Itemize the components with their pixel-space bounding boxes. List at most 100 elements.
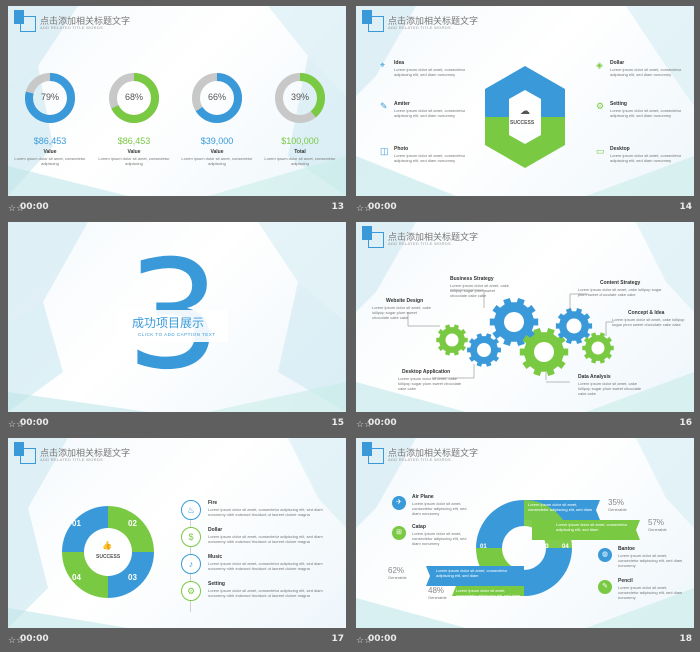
list-item-4: ⚙ Setting Lorem ipsum dolor sit amet, co… [180, 581, 344, 605]
item-desc: Lorem ipsum dolor sit amet, consectetur … [208, 507, 323, 517]
text-website-design: Lorem ipsum dolor sit amet, cake lollipo… [372, 305, 431, 320]
step-number-4: 04 [72, 573, 81, 582]
banner-text-3: Lorem ipsum dolor sit amet, consectetur … [436, 568, 508, 578]
gear-hole-3 [504, 312, 524, 332]
left-item-1: ✈ Air Plane Lorem ipsum dolor sit amet, … [392, 494, 472, 518]
header-outline-square [368, 448, 384, 464]
slide-17-thumb[interactable]: 点击添加相关标题文字 ADD RELATED TITLE WORDS 01 02… [8, 438, 346, 652]
header-title: 点击添加相关标题文字 [388, 232, 479, 242]
percent-stat-4: 48% Generable [428, 586, 458, 600]
music-icon: ♪ [181, 554, 201, 574]
star-icon[interactable]: ☆☆ [356, 203, 373, 213]
ring-label: Value [43, 149, 57, 155]
ring-fill [192, 73, 242, 123]
slide-timing: 00:00 [368, 202, 397, 212]
slide-timing: 00:00 [20, 634, 49, 644]
polygon-background [356, 222, 694, 412]
header-square [14, 10, 24, 24]
feature-title: Idea [394, 60, 405, 66]
item-title: Music [208, 554, 223, 560]
label-content-strategy: Content Strategy [600, 280, 641, 286]
header-title: 点击添加相关标题文字 [40, 16, 131, 26]
step-number-1: 01 [72, 519, 81, 528]
dollar-icon: $ [181, 527, 201, 547]
slide-15: 3 成功项目展示 CLICK TO ADD CAPTION TEXT [8, 222, 346, 412]
percent-label: Generable [608, 507, 627, 512]
pencil-icon: ✎ [380, 101, 388, 111]
item-desc: Lorem ipsum dolor sit amet, consectetur … [208, 561, 323, 571]
slide-13-thumb[interactable]: 点击添加相关标题文字 ADD RELATED TITLE WORDS 79% $… [8, 6, 346, 220]
step-number-2: 02 [128, 519, 137, 528]
gear-hole-5 [566, 318, 582, 334]
star-icon[interactable]: ☆☆ [356, 635, 373, 645]
gears-diagram [407, 289, 614, 383]
connector-line-3 [569, 293, 588, 312]
text-desktop-application: Lorem ipsum dolor sit amet, cake lollipo… [398, 376, 462, 391]
ring-stat-4: 39% $100,000 Total Lorem ipsum dolor sit… [264, 72, 336, 182]
feature-title: Dollar [610, 60, 625, 66]
slide-number: 18 [679, 634, 692, 644]
star-icon[interactable]: ☆☆ [356, 419, 373, 429]
monitor-icon: ▭ [596, 146, 605, 156]
feature-title: Photo [394, 146, 409, 152]
percent-stat-3: 62% Generable [388, 566, 418, 580]
slide-meta: ☆☆ 00:00 15 [8, 412, 346, 436]
slide-14-thumb[interactable]: 点击添加相关标题文字 ADD RELATED TITLE WORDS ☁ SUC… [356, 6, 694, 220]
hexagon-cycle: ☁ [485, 66, 565, 168]
item-title: Air Plane [412, 494, 434, 500]
percent-stat-1: 35% Generable [608, 498, 638, 512]
text-content-strategy: Lorem ipsum dolor sit amet, cake lollipo… [578, 287, 662, 297]
item-desc: Lorem ipsum dolor sit amet, consectetur … [412, 501, 467, 516]
item-title: Dollar [208, 527, 223, 533]
slide-timing: 00:00 [20, 202, 49, 212]
percent-value: 57% [648, 518, 665, 527]
header-subtitle: ADD RELATED TITLE WORDS [388, 457, 451, 462]
slide-meta: ☆☆ 00:00 14 [356, 196, 694, 220]
slide-number: 15 [331, 418, 344, 428]
ribbon-number-4: 04 [562, 544, 569, 550]
feature-desc: Lorem ipsum dolor sit amet, consectetur … [610, 67, 682, 77]
plane-icon: ✈ [392, 496, 406, 510]
star-icon[interactable]: ☆☆ [8, 419, 25, 429]
header-square [362, 10, 372, 24]
ribbon-diagram [426, 500, 640, 596]
slide-15-thumb[interactable]: 3 成功项目展示 CLICK TO ADD CAPTION TEXT ☆☆ 00… [8, 222, 346, 436]
ring-value: $86,453 [33, 136, 67, 146]
ring-fill [109, 73, 159, 123]
list-item-3: ♪ Music Lorem ipsum dolor sit amet, cons… [180, 554, 344, 578]
header-square [14, 442, 24, 456]
gear-icon: ⚙ [596, 101, 605, 111]
slide-meta: ☆☆ 00:00 18 [356, 628, 694, 652]
item-desc: Lorem ipsum dolor sit amet, consectetur … [208, 534, 323, 544]
slide-18: 点击添加相关标题文字 ADD RELATED TITLE WORDS 01 02… [356, 438, 694, 628]
slide-timing: 00:00 [368, 634, 397, 644]
banner-text-4: Lorem ipsum dolor sit amet, consectetur … [456, 588, 521, 598]
slide-meta: ☆☆ 00:00 13 [8, 196, 346, 220]
header-subtitle: ADD RELATED TITLE WORDS [40, 25, 103, 30]
header-outline-square [368, 232, 384, 248]
feature-title: Desktop [610, 146, 630, 152]
ring-fill [275, 73, 325, 123]
item-desc: Lorem ipsum dolor sit amet, consectetur … [618, 553, 683, 568]
text-concept-idea: Lorem ipsum dolor sit amet, cake lollipo… [612, 317, 685, 327]
globe-icon: ◍ [598, 548, 612, 562]
fire-icon: ♨ [181, 500, 201, 520]
star-icon[interactable]: ☆☆ [8, 635, 25, 645]
slide-number: 16 [679, 418, 692, 428]
ring-chart [192, 73, 242, 123]
star-icon[interactable]: ☆☆ [8, 203, 25, 213]
slide-timing: 00:00 [368, 418, 397, 428]
feature-desc: Lorem ipsum dolor sit amet, consectetur … [394, 67, 466, 77]
ring-value: $39,000 [200, 136, 234, 146]
header-subtitle: ADD RELATED TITLE WORDS [388, 25, 451, 30]
ring-label: Value [127, 149, 141, 155]
center-label: SUCCESS [510, 120, 535, 126]
slide-16-thumb[interactable]: 点击添加相关标题文字 ADD RELATED TITLE WORDS Busin… [356, 222, 694, 436]
gear-hole-1 [445, 333, 459, 347]
slide-16: 点击添加相关标题文字 ADD RELATED TITLE WORDS Busin… [356, 222, 694, 412]
pin-icon: ⌖ [380, 60, 386, 70]
feature-title: Setting [610, 101, 627, 107]
slide-18-thumb[interactable]: 点击添加相关标题文字 ADD RELATED TITLE WORDS 01 02… [356, 438, 694, 652]
item-desc: Lorem ipsum dolor sit amet, consectetur … [618, 585, 683, 600]
pencil-icon: ✎ [598, 580, 612, 594]
